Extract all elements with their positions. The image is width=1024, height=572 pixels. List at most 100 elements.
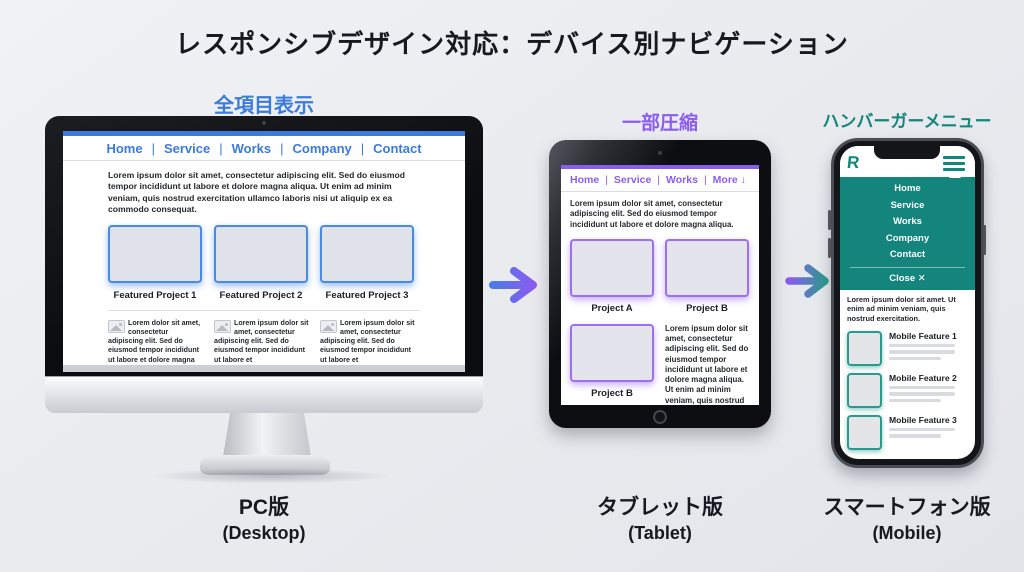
text-placeholder-line bbox=[889, 392, 955, 396]
text-placeholder-line bbox=[889, 356, 941, 361]
text-placeholder-line bbox=[889, 385, 955, 390]
desktop-caption: PC版 (Desktop) bbox=[45, 491, 483, 544]
tablet-caption-sublabel: (Tablet) bbox=[628, 523, 692, 543]
phone-notch bbox=[874, 146, 940, 159]
nav-separator: | bbox=[151, 140, 155, 156]
project-thumbnail bbox=[320, 224, 414, 283]
desktop-caption-sublabel: (Desktop) bbox=[222, 523, 306, 543]
tablet-caption-label: タブレット版 bbox=[597, 496, 723, 519]
tablet-nav-more[interactable]: More ↓ bbox=[712, 174, 746, 186]
tablet-screen: Home | Service | Works | More ↓ Lorem ip… bbox=[561, 165, 759, 405]
hamburger-icon[interactable] bbox=[943, 156, 965, 174]
tablet-body-text: Lorem ipsum dolor sit amet, consectetur … bbox=[665, 323, 749, 405]
tablet-nav-home[interactable]: Home bbox=[570, 174, 600, 186]
feature-thumbnail bbox=[847, 330, 882, 366]
mobile-dropdown-menu: Home Service Works Company Contact Close… bbox=[840, 171, 975, 290]
image-placeholder-icon bbox=[320, 319, 337, 333]
menu-close-button[interactable]: Close ✕ bbox=[889, 272, 926, 284]
tablet-accent-bar bbox=[561, 165, 759, 169]
desktop-projects-row: Featured Project 1 Featured Project 2 Fe… bbox=[108, 224, 420, 301]
desktop-nav-home[interactable]: Home bbox=[106, 140, 143, 156]
menu-divider bbox=[850, 266, 965, 268]
desktop-footer-bar bbox=[63, 365, 465, 372]
mobile-caption: スマートフォン版 (Mobile) bbox=[800, 491, 1014, 544]
project-label: Project A bbox=[591, 302, 633, 314]
monitor-base bbox=[200, 455, 330, 475]
mobile-menu-home[interactable]: Home bbox=[894, 183, 921, 194]
desktop-nav: Home | Service | Works | Company | Conta… bbox=[63, 136, 465, 161]
article-text: Lorem ipsum dolor sit amet, consectetur … bbox=[214, 318, 309, 364]
text-placeholder-line bbox=[889, 350, 955, 354]
desktop-page-body: Lorem ipsum dolor sit amet, consectetur … bbox=[63, 161, 465, 372]
phone-site-header: R bbox=[840, 146, 975, 177]
tablet-annotation: 一部圧縮 bbox=[621, 113, 698, 134]
project-thumbnail bbox=[570, 238, 654, 297]
text-placeholder-line bbox=[889, 434, 941, 438]
nav-separator: | bbox=[219, 140, 223, 156]
monitor-chin bbox=[45, 376, 483, 413]
home-button[interactable] bbox=[653, 410, 667, 424]
project-label: Project B bbox=[591, 387, 633, 399]
text-placeholder-line bbox=[889, 398, 941, 403]
arrow-tablet-to-mobile-icon bbox=[785, 264, 829, 298]
power-button bbox=[983, 225, 986, 255]
nav-separator: | bbox=[280, 140, 284, 156]
article-text: Lorem ipsum dolor sit amet, consectetur … bbox=[320, 318, 415, 364]
nav-separator: | bbox=[657, 174, 661, 186]
project-thumbnail bbox=[214, 224, 308, 283]
page-title: レスポンシブデザイン対応：デバイス別ナビゲーション bbox=[175, 29, 849, 59]
text-placeholder-line bbox=[889, 343, 955, 348]
featured-project-card: Featured Project 1 bbox=[108, 224, 202, 301]
article-teaser: Lorem ipsum dolor sit amet, consectetur … bbox=[214, 319, 309, 372]
desktop-accent-bar bbox=[63, 131, 465, 136]
tablet-bottom-row: Project B Lorem ipsum dolor sit amet, co… bbox=[570, 323, 750, 405]
desktop-nav-service[interactable]: Service bbox=[163, 140, 211, 156]
tablet-caption: タブレット版 (Tablet) bbox=[549, 491, 771, 544]
monitor-stand bbox=[223, 413, 311, 457]
mobile-page-body: Lorem ipsum dolor sit amet. Ut enim ad m… bbox=[840, 290, 975, 450]
article-teaser: Lorem ipsum dolor sit amet, consectetur … bbox=[320, 319, 415, 372]
tablet-nav-works[interactable]: Works bbox=[666, 174, 698, 186]
project-label: Featured Project 2 bbox=[219, 289, 303, 301]
desktop-screen: Home | Service | Works | Company | Conta… bbox=[63, 131, 465, 372]
project-label: Project B bbox=[686, 302, 728, 314]
project-card: Project A bbox=[570, 238, 654, 314]
mobile-annotation: ハンバーガーメニュー bbox=[822, 112, 992, 131]
mobile-feature-row: Mobile Feature 1 bbox=[847, 330, 968, 366]
feature-label: Mobile Feature 1 bbox=[889, 330, 957, 341]
tablet-projects-row: Project A Project B bbox=[570, 238, 750, 314]
tablet-nav: Home | Service | Works | More ↓ bbox=[561, 169, 759, 192]
monitor-shadow bbox=[150, 468, 390, 484]
project-card: Project B bbox=[665, 238, 749, 314]
desktop-articles-row: Lorem dolor sit amet, consectetur adipis… bbox=[108, 319, 420, 372]
nav-separator: | bbox=[605, 174, 608, 186]
volume-button bbox=[828, 210, 831, 230]
webcam-icon bbox=[262, 121, 266, 125]
mobile-menu-works[interactable]: Works bbox=[893, 216, 922, 227]
image-placeholder-icon bbox=[108, 319, 125, 333]
project-card: Project B bbox=[570, 323, 654, 405]
phone-screen: R Home Service Works Company Contact Clo… bbox=[840, 146, 975, 459]
desktop-nav-works[interactable]: Works bbox=[231, 140, 272, 156]
desktop-nav-company[interactable]: Company bbox=[292, 140, 352, 156]
desktop-nav-contact[interactable]: Contact bbox=[373, 140, 422, 156]
mobile-intro-text: Lorem ipsum dolor sit amet. Ut enim ad m… bbox=[847, 294, 956, 324]
feature-label: Mobile Feature 2 bbox=[889, 372, 957, 383]
volume-button bbox=[828, 238, 831, 258]
mobile-feature-row: Mobile Feature 2 bbox=[847, 372, 968, 408]
project-label: Featured Project 3 bbox=[325, 289, 409, 301]
mobile-feature-row: Mobile Feature 3 bbox=[847, 414, 968, 450]
project-label: Featured Project 1 bbox=[113, 289, 197, 301]
nav-separator: | bbox=[703, 174, 707, 186]
mobile-caption-label: スマートフォン版 bbox=[823, 496, 991, 519]
featured-project-card: Featured Project 3 bbox=[320, 224, 414, 301]
divider bbox=[108, 309, 420, 311]
mobile-menu-service[interactable]: Service bbox=[890, 199, 925, 211]
tablet-nav-service[interactable]: Service bbox=[613, 174, 652, 186]
mobile-menu-contact[interactable]: Contact bbox=[889, 249, 926, 260]
desktop-intro-text: Lorem ipsum dolor sit amet, consectetur … bbox=[108, 170, 406, 215]
text-placeholder-line bbox=[889, 427, 955, 432]
nav-separator: | bbox=[360, 140, 365, 156]
mobile-menu-company[interactable]: Company bbox=[885, 232, 930, 244]
